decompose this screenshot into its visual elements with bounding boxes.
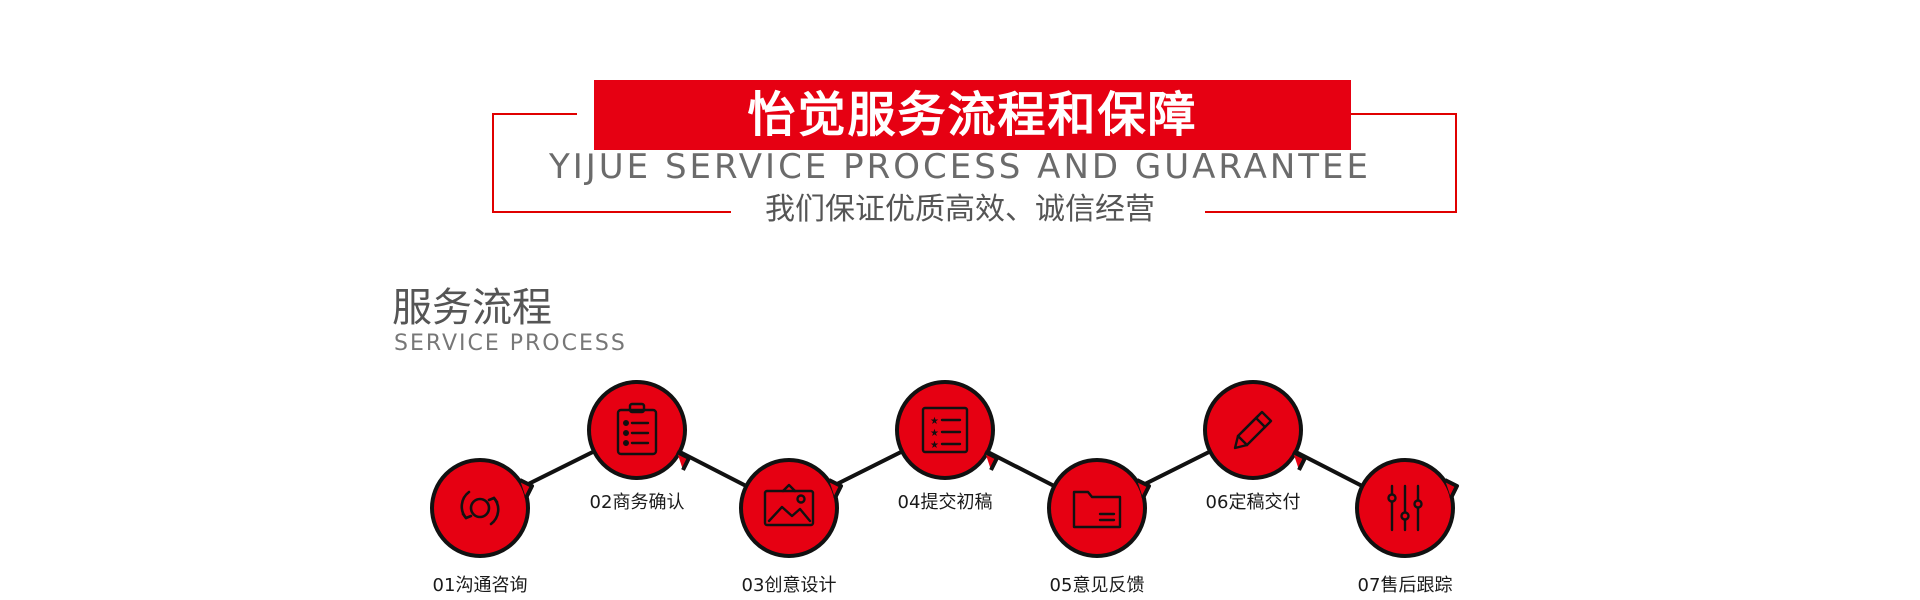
image-icon — [763, 483, 815, 527]
list-icon: ★ ★ ★ — [921, 406, 969, 454]
consult-icon — [460, 490, 500, 526]
page-title: 怡觉服务流程和保障 — [747, 87, 1198, 143]
svg-text:★: ★ — [930, 428, 939, 439]
folder-icon — [1072, 490, 1122, 529]
step-3-node[interactable] — [739, 458, 843, 558]
sliders-icon — [1387, 484, 1423, 532]
step-7-label: 07售后跟踪 — [1357, 575, 1453, 596]
header-frame-top-right — [1351, 113, 1457, 115]
pencil-icon — [1233, 410, 1273, 450]
step-4-node[interactable]: ★ ★ ★ — [895, 380, 999, 480]
header-frame-right — [1455, 113, 1457, 213]
svg-text:★: ★ — [930, 440, 939, 451]
step-1-node[interactable] — [429, 457, 534, 558]
header-frame-bottom-left — [492, 211, 731, 213]
step-2-label: 02商务确认 — [589, 492, 685, 513]
step-4-label: 04提交初稿 — [897, 492, 993, 513]
step-6-node[interactable] — [1203, 380, 1307, 480]
header-frame-top-left — [492, 113, 577, 115]
step-7-node[interactable] — [1355, 458, 1459, 558]
page-title-english: YIJUE SERVICE PROCESS AND GUARANTEE — [548, 147, 1372, 187]
header-frame-left — [492, 113, 494, 213]
page-slogan: 我们保证优质高效、诚信经营 — [765, 192, 1155, 227]
page-title-banner: 怡觉服务流程和保障 — [594, 80, 1351, 150]
step-2-node[interactable] — [587, 380, 691, 480]
header-frame-bottom-right — [1205, 211, 1457, 213]
clipboard-icon — [616, 402, 658, 456]
section-subtitle: SERVICE PROCESS — [394, 331, 627, 356]
step-3-label: 03创意设计 — [741, 575, 837, 596]
svg-text:★: ★ — [930, 416, 939, 427]
section-title: 服务流程 — [392, 285, 552, 331]
step-1-label: 01沟通咨询 — [432, 575, 528, 596]
step-5-node[interactable] — [1047, 458, 1151, 558]
step-5-label: 05意见反馈 — [1049, 575, 1145, 596]
step-6-label: 06定稿交付 — [1205, 492, 1301, 513]
